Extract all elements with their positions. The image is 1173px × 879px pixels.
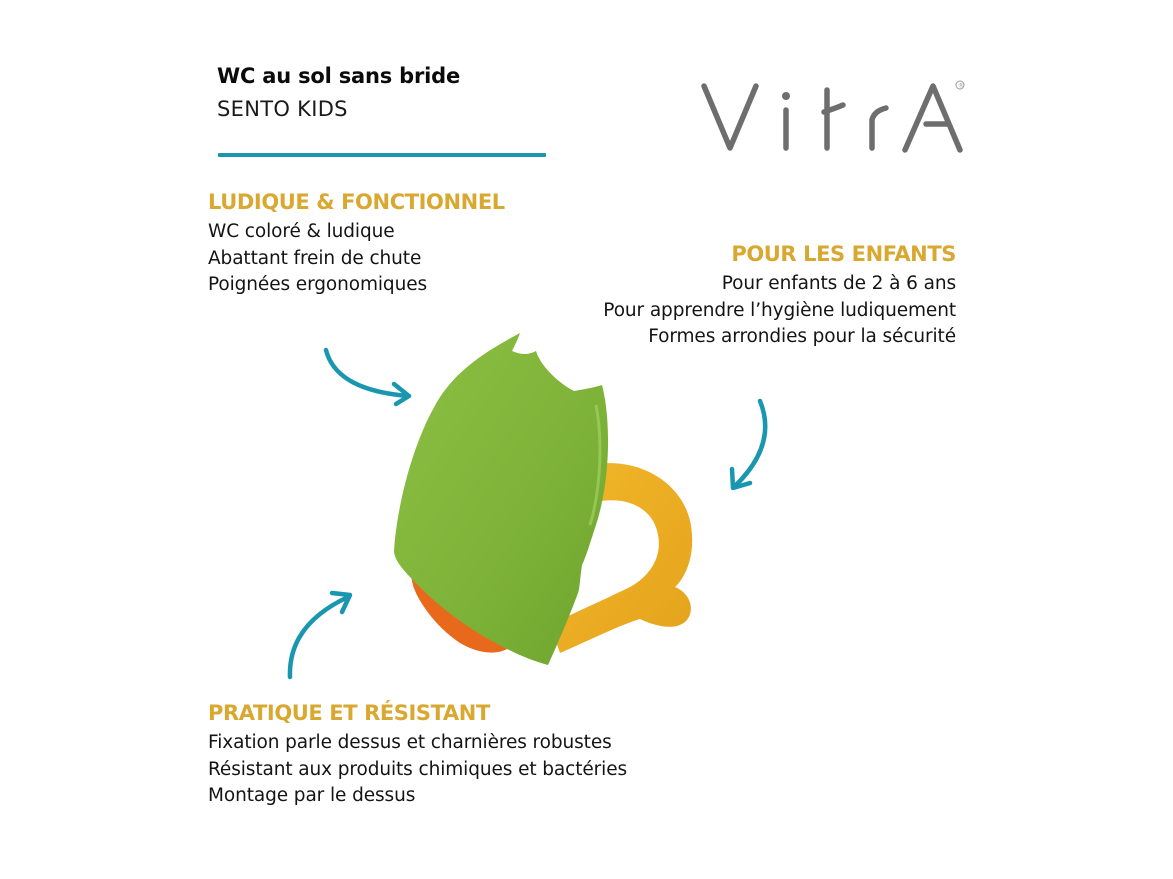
product-title: WC au sol sans bride (217, 64, 461, 88)
section-ludique: LUDIQUE & FONCTIONNEL WC coloré & ludiqu… (208, 190, 505, 299)
feature-line: Pour apprendre l’hygiène ludiquement (603, 299, 956, 321)
section-pratique: PRATIQUE ET RÉSISTANT Fixation parle des… (208, 701, 627, 810)
title-underline-divider (218, 153, 546, 157)
product-subtitle: SENTO KIDS (217, 97, 348, 121)
feature-line: Résistant aux produits chimiques et bact… (208, 758, 628, 780)
section-heading: PRATIQUE ET RÉSISTANT (208, 701, 490, 725)
section-heading: LUDIQUE & FONCTIONNEL (208, 190, 505, 214)
curved-arrow-down-left-icon (729, 398, 768, 491)
feature-line: WC coloré & ludique (208, 221, 395, 242)
feature-line: Formes arrondies pour la sécurité (648, 326, 956, 347)
feature-line: Pour enfants de 2 à 6 ans (721, 273, 956, 294)
feature-line: Montage par le dessus (208, 785, 416, 806)
vitra-logo: ® (690, 68, 970, 160)
section-heading: POUR LES ENFANTS (731, 242, 956, 266)
section-enfants: POUR LES ENFANTS Pour enfants de 2 à 6 a… (603, 242, 956, 351)
toilet-seat-illustration-icon (394, 333, 693, 665)
svg-text:®: ® (958, 83, 964, 90)
vitra-logo-icon: ® (701, 80, 965, 153)
curved-arrow-right-icon (323, 347, 412, 407)
feature-line: Poignées ergonomiques (208, 274, 428, 295)
feature-line: Fixation parle dessus et charnières robu… (208, 732, 612, 753)
product-image-toilet-seat (390, 325, 700, 675)
feature-line: Abattant frein de chute (208, 247, 422, 269)
curved-arrow-up-right-icon (287, 590, 353, 680)
